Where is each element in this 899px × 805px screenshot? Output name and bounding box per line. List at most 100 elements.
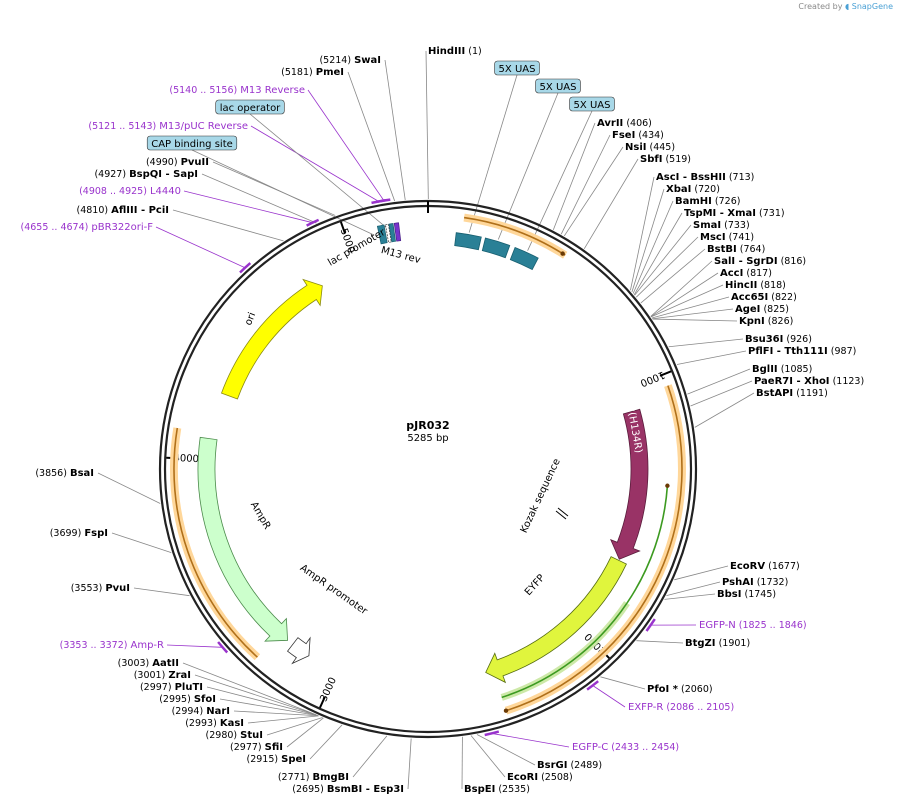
restriction-site[interactable]: (2993) KasI <box>185 718 244 729</box>
restriction-site[interactable]: BtgZI (1901) <box>685 638 750 649</box>
feature-tag[interactable]: 5X UAS <box>494 60 540 76</box>
ampr-arrow[interactable] <box>197 436 289 642</box>
credit-prefix: Created by <box>798 2 843 11</box>
restriction-site[interactable]: (2977) SfiI <box>230 742 283 753</box>
tick-mark <box>319 696 326 709</box>
restriction-site[interactable]: (2997) PluTI <box>140 682 203 693</box>
primer-label[interactable]: EGFP-C (2433 .. 2454) <box>572 742 679 753</box>
leader-line <box>247 715 319 724</box>
restriction-site[interactable]: EcoRI (2508) <box>507 772 573 783</box>
site-label: PfoI * (2060) <box>647 684 713 695</box>
restriction-site[interactable]: PflFI - Tth111I (987) <box>748 346 856 357</box>
primer-label[interactable]: EXFP-R (2086 .. 2105) <box>628 702 734 713</box>
restriction-site[interactable]: (3003) AatII <box>118 658 179 669</box>
restriction-site[interactable]: HincII (818) <box>725 280 786 291</box>
site-label: BglII (1085) <box>752 364 812 375</box>
uas-box[interactable] <box>481 237 511 259</box>
restriction-site[interactable]: (5214) SwaI <box>319 55 381 66</box>
m13-rev-block[interactable] <box>393 222 402 242</box>
restriction-site[interactable]: BsrGI (2489) <box>537 760 602 771</box>
restriction-site[interactable]: AscI - BssHII (713) <box>656 172 754 183</box>
restriction-site[interactable]: (2771) BmgBI <box>278 772 349 783</box>
site-label: (2977) SfiI <box>230 742 283 753</box>
restriction-site[interactable]: EcoRV (1677) <box>730 561 800 572</box>
restriction-site[interactable]: BbsI (1745) <box>717 589 776 600</box>
ori-arrow[interactable] <box>220 278 323 400</box>
site-label: (2980) StuI <box>206 730 263 741</box>
primer-mark[interactable] <box>239 262 252 274</box>
restriction-site[interactable]: XbaI (720) <box>666 184 720 195</box>
restriction-site[interactable]: (3553) PvuI <box>71 583 130 594</box>
primer-mark[interactable] <box>217 641 229 654</box>
primer-mark[interactable] <box>306 218 320 227</box>
primer-mark[interactable] <box>586 680 599 691</box>
feature-tag[interactable]: CAP binding site <box>146 135 238 151</box>
primer-text: (5140 .. 5156) M13 Reverse <box>169 85 305 96</box>
site-label: (2993) KasI <box>185 718 244 729</box>
restriction-site[interactable]: BspEI (2535) <box>464 784 530 795</box>
restriction-site[interactable]: BstAPI (1191) <box>756 388 828 399</box>
restriction-site[interactable]: (5181) PmeI <box>281 67 344 78</box>
leader-line <box>476 734 536 766</box>
primer-mark[interactable] <box>484 730 500 737</box>
site-label: (2995) SfoI <box>159 694 216 705</box>
restriction-site[interactable]: NsiI (445) <box>625 142 675 153</box>
feature-tag[interactable]: 5X UAS <box>569 96 615 112</box>
primer-mark[interactable] <box>645 618 656 632</box>
restriction-site[interactable]: BstBI (764) <box>707 244 765 255</box>
feature-tag[interactable]: lac operator <box>215 99 285 115</box>
restriction-site[interactable]: Acc65I (822) <box>731 292 797 303</box>
restriction-site[interactable]: (4990) PvuII <box>146 157 209 168</box>
restriction-site[interactable]: PfoI * (2060) <box>647 684 713 695</box>
primer-label[interactable]: (4908 .. 4925) L4440 <box>79 186 181 197</box>
primer-label[interactable]: (5121 .. 5143) M13/pUC Reverse <box>88 121 248 132</box>
restriction-site[interactable]: (2995) SfoI <box>159 694 216 705</box>
ampr-label: AmpR <box>248 500 272 531</box>
restriction-site[interactable]: (3001) ZraI <box>134 670 191 681</box>
restriction-site[interactable]: SalI - SgrDI (816) <box>714 256 806 267</box>
primer-label[interactable]: (5140 .. 5156) M13 Reverse <box>169 85 305 96</box>
restriction-site[interactable]: AccI (817) <box>720 268 772 279</box>
restriction-site[interactable]: KpnI (826) <box>739 316 793 327</box>
restriction-site[interactable]: AvrII (406) <box>597 118 652 129</box>
restriction-site[interactable]: (4927) BspQI - SapI <box>94 169 198 180</box>
restriction-site[interactable]: PaeR7I - XhoI (1123) <box>754 376 864 387</box>
restriction-site[interactable]: HindIII (1) <box>428 46 482 57</box>
restriction-site[interactable]: (2980) StuI <box>206 730 263 741</box>
arc-arrowhead <box>503 708 509 713</box>
restriction-site[interactable]: BamHI (726) <box>675 196 740 207</box>
feature-tag[interactable]: 5X UAS <box>535 78 581 94</box>
primer-mark[interactable] <box>371 198 387 205</box>
restriction-site[interactable]: (3856) BsaI <box>35 468 94 479</box>
restriction-site[interactable]: (2915) SpeI <box>247 754 307 765</box>
site-label: BbsI (1745) <box>717 589 776 600</box>
lac-block-2[interactable] <box>388 223 396 243</box>
primer-label[interactable]: EGFP-N (1825 .. 1846) <box>699 620 807 631</box>
leader-line <box>630 176 655 291</box>
restriction-site[interactable]: MscI (741) <box>700 232 754 243</box>
restriction-site[interactable]: (3699) FspI <box>50 528 108 539</box>
feature-arrows <box>197 222 649 684</box>
restriction-site[interactable]: SmaI (733) <box>693 220 750 231</box>
feature-tag-box <box>215 99 285 115</box>
restriction-site[interactable]: PshAI (1732) <box>722 577 788 588</box>
restriction-site[interactable]: BglII (1085) <box>752 364 812 375</box>
restriction-site[interactable]: AgeI (825) <box>735 304 789 315</box>
restriction-site[interactable]: (2695) BsmBI - Esp3I <box>292 784 404 795</box>
primer-label[interactable]: (4655 .. 4674) pBR322ori-F <box>20 222 153 233</box>
restriction-site[interactable]: Bsu36I (926) <box>745 334 812 345</box>
restriction-site[interactable]: FseI (434) <box>612 130 664 141</box>
site-label: EcoRI (2508) <box>507 772 573 783</box>
restriction-site[interactable]: SbfI (519) <box>640 154 691 165</box>
lac-promoter-block[interactable] <box>376 224 388 245</box>
restriction-site[interactable]: TspMI - XmaI (731) <box>684 208 785 219</box>
chr2-arrow[interactable] <box>610 408 649 560</box>
lac-operator-block[interactable] <box>385 223 392 243</box>
eyfp-arrow[interactable] <box>485 556 627 684</box>
primer-label[interactable]: (3353 .. 3372) Amp-R <box>60 640 164 651</box>
restriction-site[interactable]: (4810) AflIII - PciI <box>77 205 169 216</box>
restriction-site[interactable]: (2994) NarI <box>172 706 230 717</box>
uas-box[interactable] <box>509 246 539 271</box>
uas-box[interactable] <box>454 232 482 251</box>
ampr-promoter-arrow[interactable] <box>286 636 311 665</box>
